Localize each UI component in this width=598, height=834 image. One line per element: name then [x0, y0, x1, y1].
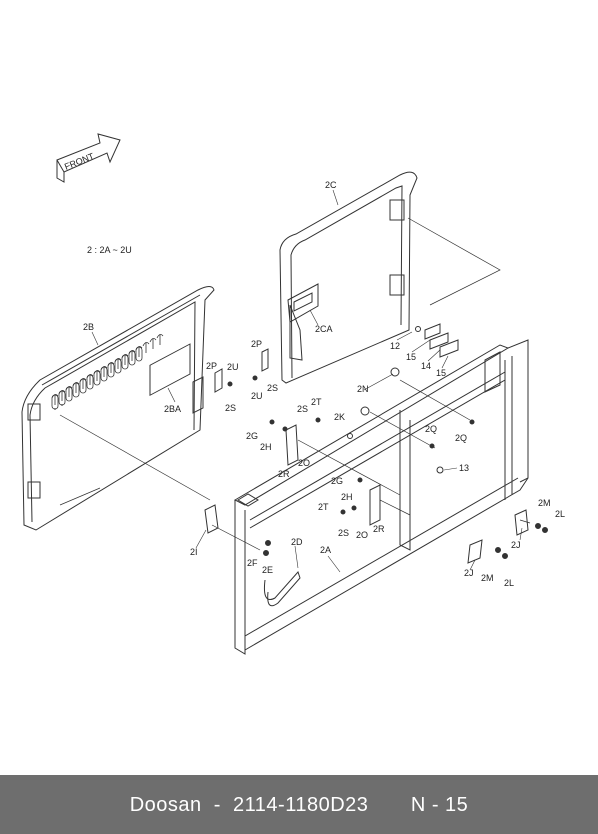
- label-2s-a: 2S: [267, 383, 278, 393]
- label-2g-b: 2G: [331, 476, 343, 486]
- hardware-parts: [192, 323, 548, 607]
- label-2t-a: 2T: [311, 397, 322, 407]
- label-2s-b: 2S: [225, 403, 236, 413]
- footer-bar: [0, 775, 598, 834]
- label-2e: 2E: [262, 565, 273, 575]
- label-2c: 2C: [325, 180, 337, 190]
- label-2m-b: 2M: [481, 573, 494, 583]
- label-2m-a: 2M: [538, 498, 551, 508]
- panel-2c: [279, 171, 418, 384]
- label-leaders: [91, 189, 523, 573]
- label-2t-b: 2T: [318, 502, 329, 512]
- label-2j-b: 2J: [464, 568, 474, 578]
- label-2h-a: 2H: [260, 442, 272, 452]
- exploded-parts-diagram: FRONT 2 : 2A ~ 2U: [21, 133, 565, 655]
- label-13: 13: [459, 463, 469, 473]
- part-labels: 2C 2CA 2B 2BA 12 15 14 15 13 2P 2U 2P 2S…: [83, 180, 565, 588]
- label-2ca: 2CA: [315, 324, 333, 334]
- label-2d: 2D: [291, 537, 303, 547]
- label-2r-b: 2R: [373, 524, 385, 534]
- label-2u-a: 2U: [227, 362, 239, 372]
- label-2l-b: 2L: [504, 578, 514, 588]
- label-2ba: 2BA: [164, 404, 181, 414]
- label-2j-a: 2J: [511, 540, 521, 550]
- label-2s-d: 2S: [338, 528, 349, 538]
- frame-2a: [233, 339, 529, 655]
- label-15-b: 15: [436, 368, 446, 378]
- panel-2b-louvres: [51, 334, 164, 410]
- label-2b: 2B: [83, 322, 94, 332]
- footer-page-number: N - 15: [410, 794, 469, 816]
- range-note: 2 : 2A ~ 2U: [87, 245, 132, 255]
- label-2h-b: 2H: [341, 492, 353, 502]
- footer-separator: -: [207, 794, 227, 816]
- footer-part-number: 2114-1180D23: [233, 794, 369, 816]
- label-14: 14: [421, 361, 431, 371]
- footer-gap: [374, 794, 404, 817]
- panel-2b: [21, 286, 215, 531]
- label-2f: 2F: [247, 558, 258, 568]
- label-2p-a: 2P: [206, 361, 217, 371]
- front-arrow: FRONT: [56, 133, 121, 183]
- label-2u-b: 2U: [251, 391, 263, 401]
- label-2i: 2I: [190, 547, 198, 557]
- footer-brand: Doosan: [129, 794, 202, 816]
- assembly-lines: [59, 217, 531, 551]
- label-2p-b: 2P: [251, 339, 262, 349]
- label-2n: 2N: [357, 384, 369, 394]
- label-2o-b: 2O: [356, 530, 368, 540]
- label-15-a: 15: [406, 352, 416, 362]
- label-12: 12: [390, 341, 400, 351]
- label-2o-a: 2O: [298, 458, 310, 468]
- label-2q-b: 2Q: [455, 433, 467, 443]
- label-2l-a: 2L: [555, 509, 565, 519]
- label-2a: 2A: [320, 545, 331, 555]
- footer-caption: Doosan - 2114-1180D23 N - 15: [0, 794, 598, 817]
- label-2g-a: 2G: [246, 431, 258, 441]
- label-2q-a: 2Q: [425, 424, 437, 434]
- label-2k: 2K: [334, 412, 345, 422]
- label-2r-a: 2R: [278, 469, 290, 479]
- label-2s-c: 2S: [297, 404, 308, 414]
